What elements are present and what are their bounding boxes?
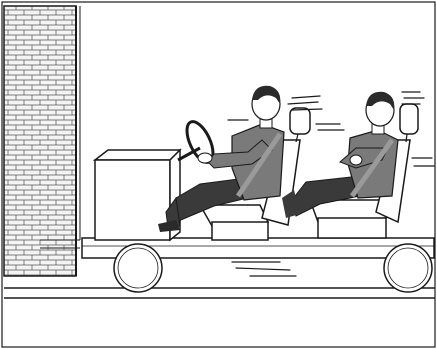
front-wheel-icon: [114, 244, 162, 292]
rear-wheel-icon: [384, 244, 432, 292]
brick-wall-icon: [4, 6, 80, 276]
